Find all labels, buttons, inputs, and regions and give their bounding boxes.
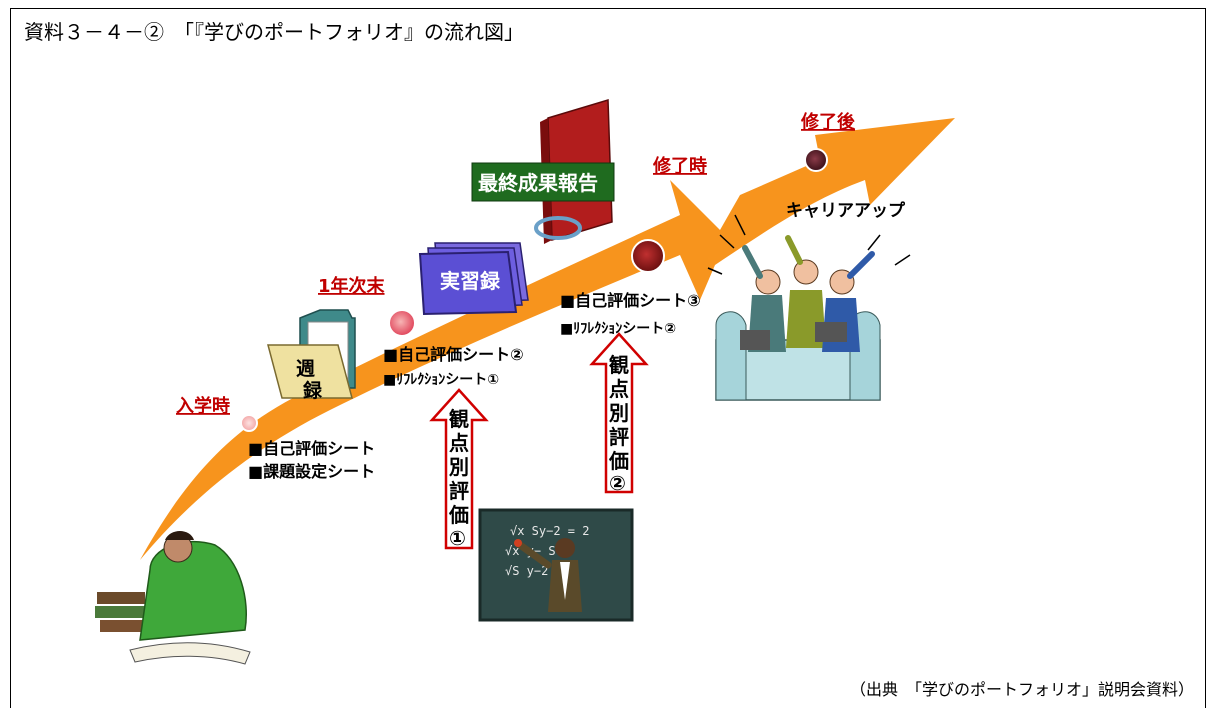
eval1-char-1: 観 bbox=[449, 407, 469, 431]
eval1-char-6: ① bbox=[449, 526, 466, 550]
eval2-char-2: 点 bbox=[609, 377, 629, 401]
career-up-label: キャリアアップ bbox=[786, 200, 906, 221]
stage-label-year1-end: 1年次末 bbox=[318, 275, 386, 297]
chalk-line-1: √x Sy−2 = 2 bbox=[510, 524, 589, 538]
doc-reflection-sheet-2: ■ﾘﾌﾚｸｼｮﾝシート② bbox=[560, 321, 676, 337]
stage-dot-1 bbox=[240, 414, 258, 432]
teacher-chalkboard-illustration: √x Sy−2 = 2 √x y− S √S y−2 bbox=[478, 508, 634, 622]
stage-label-enrollment: 入学時 bbox=[176, 395, 230, 417]
stage-dot-2 bbox=[388, 309, 416, 337]
practice-record-label: 実習録 bbox=[440, 269, 501, 293]
figure-frame bbox=[10, 8, 1206, 708]
evaluation-arrow-2: 観 点 別 評 価 ② bbox=[589, 332, 649, 495]
final-report-label: 最終成果報告 bbox=[478, 171, 598, 195]
stage-dot-4 bbox=[804, 148, 828, 172]
career-up-celebration-illustration: キャリアアップ bbox=[707, 200, 911, 401]
eval2-char-3: 別 bbox=[609, 401, 629, 425]
weekly-record-folder-icon: 週 録 bbox=[267, 309, 356, 402]
stage-label-after-completion: 修了後 bbox=[800, 111, 856, 133]
eval2-char-1: 観 bbox=[609, 353, 629, 377]
eval1-char-2: 点 bbox=[449, 431, 469, 455]
eval1-char-4: 評 bbox=[449, 479, 469, 503]
practice-record-icon: 実習録 bbox=[418, 242, 529, 316]
eval1-char-5: 価 bbox=[448, 503, 469, 527]
stage-label-completion: 修了時 bbox=[652, 155, 707, 177]
figure-source: （出典 「学びのポートフォリオ」説明会資料） bbox=[849, 680, 1194, 699]
doc-self-eval-sheet-3: ■自己評価シート③ bbox=[560, 291, 701, 310]
student-reading-illustration bbox=[95, 531, 251, 665]
doc-task-setting-sheet: ■課題設定シート bbox=[248, 462, 375, 481]
eval1-char-3: 別 bbox=[449, 455, 469, 479]
doc-self-eval-sheet-2: ■自己評価シート② bbox=[383, 345, 524, 364]
doc-self-eval-sheet: ■自己評価シート bbox=[248, 439, 375, 458]
eval2-char-4: 評 bbox=[609, 425, 629, 449]
progress-arrow bbox=[140, 118, 955, 560]
doc-reflection-sheet-1: ■ﾘﾌﾚｸｼｮﾝシート① bbox=[383, 372, 499, 388]
weekly-label-1: 週 bbox=[296, 358, 315, 380]
weekly-label-2: 録 bbox=[303, 379, 323, 402]
eval2-char-6: ② bbox=[609, 471, 626, 495]
final-report-binder-icon: 最終成果報告 bbox=[471, 99, 615, 244]
stage-dot-3 bbox=[631, 239, 665, 273]
figure-title: 資料３－４－② 「『学びのポートフォリオ』の流れ図」 bbox=[24, 20, 524, 44]
eval2-char-5: 価 bbox=[608, 449, 629, 473]
chalk-line-3: √S y−2 bbox=[505, 564, 548, 578]
evaluation-arrow-1: 観 点 別 評 価 ① bbox=[429, 388, 489, 550]
